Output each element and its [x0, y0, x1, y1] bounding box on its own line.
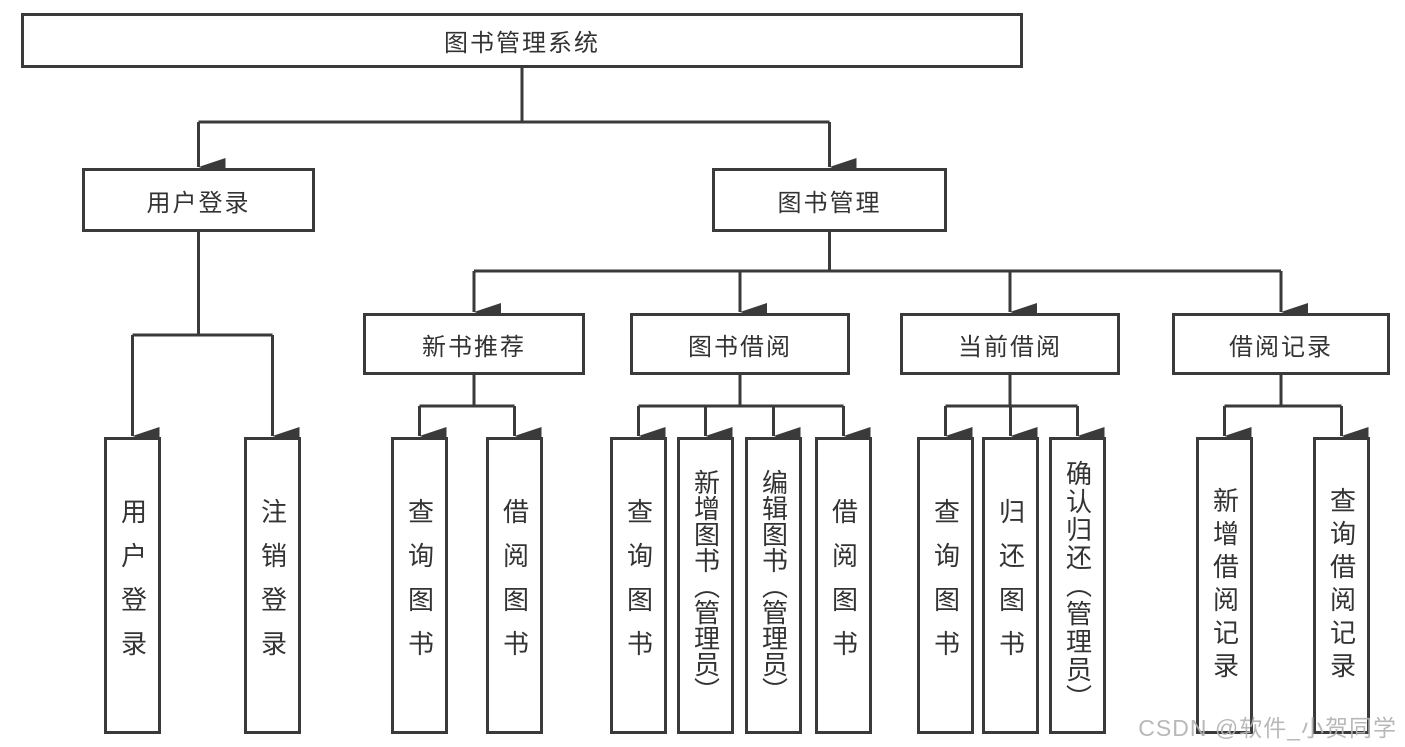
node-leaf-confirm-return-label: 确认归还（管理员） — [1062, 459, 1093, 712]
node-book-borrow-label: 图书借阅 — [688, 333, 792, 361]
node-borrow-record-label: 借阅记录 — [1229, 333, 1333, 361]
csdn-watermark: CSDN @软件_小贺同学 — [1138, 715, 1397, 741]
node-leaf-edit-book: 编辑图书（管理员） — [745, 437, 802, 734]
edges-borrow-record-children — [1223, 375, 1369, 445]
node-leaf-add-book-label: 新增图书（管理员） — [690, 468, 721, 703]
node-new-book-rec: 新书推荐 — [363, 313, 585, 375]
node-leaf-query-book-nb: 查询图书 — [391, 437, 448, 734]
node-leaf-query-book-bb: 查询图书 — [610, 437, 667, 734]
node-leaf-add-book: 新增图书（管理员） — [677, 437, 734, 734]
node-leaf-return-book-label: 归还图书 — [995, 497, 1026, 674]
node-leaf-user-login: 用户登录 — [104, 437, 161, 734]
node-leaf-add-record: 新增借阅记录 — [1196, 437, 1253, 734]
node-borrow-record: 借阅记录 — [1172, 313, 1390, 375]
node-new-book-rec-label: 新书推荐 — [422, 333, 526, 361]
node-leaf-borrow-book-nb: 借阅图书 — [486, 437, 543, 734]
node-leaf-borrow-book-bb-label: 借阅图书 — [828, 497, 859, 674]
node-leaf-confirm-return: 确认归还（管理员） — [1049, 437, 1106, 734]
node-leaf-query-book-bb-label: 查询图书 — [623, 497, 654, 674]
node-leaf-query-book-cb-label: 查询图书 — [930, 497, 961, 674]
node-leaf-add-record-label: 新增借阅记录 — [1209, 486, 1240, 685]
node-current-borrow-label: 当前借阅 — [958, 333, 1062, 361]
edges-user-login-children — [131, 232, 300, 445]
edges-current-borrow-children — [944, 375, 1105, 445]
edges-new-book-rec-children — [418, 375, 542, 445]
node-user-login: 用户登录 — [82, 168, 315, 232]
node-user-login-label: 用户登录 — [146, 189, 251, 217]
node-book-mgmt-label: 图书管理 — [777, 189, 882, 217]
node-book-borrow: 图书借阅 — [630, 313, 850, 375]
node-leaf-borrow-book-bb: 借阅图书 — [815, 437, 872, 734]
node-leaf-query-book-nb-label: 查询图书 — [404, 497, 435, 674]
edges-book-mgmt-to-level3 — [472, 232, 1308, 321]
node-leaf-query-record-label: 查询借阅记录 — [1326, 486, 1357, 685]
node-book-mgmt: 图书管理 — [712, 168, 947, 232]
node-leaf-logout-label: 注销登录 — [257, 497, 288, 674]
node-system-label: 图书管理系统 — [444, 30, 600, 57]
edges-root-to-level2 — [197, 68, 857, 176]
edges-book-borrow-children — [637, 375, 871, 445]
node-leaf-query-record: 查询借阅记录 — [1313, 437, 1370, 734]
node-leaf-logout: 注销登录 — [244, 437, 301, 734]
node-leaf-edit-book-label: 编辑图书（管理员） — [758, 468, 789, 703]
node-system: 图书管理系统 — [21, 13, 1023, 68]
node-leaf-borrow-book-nb-label: 借阅图书 — [499, 497, 530, 674]
node-leaf-query-book-cb: 查询图书 — [917, 437, 974, 734]
node-leaf-user-login-label: 用户登录 — [117, 497, 148, 674]
node-current-borrow: 当前借阅 — [900, 313, 1120, 375]
node-leaf-return-book: 归还图书 — [982, 437, 1039, 734]
